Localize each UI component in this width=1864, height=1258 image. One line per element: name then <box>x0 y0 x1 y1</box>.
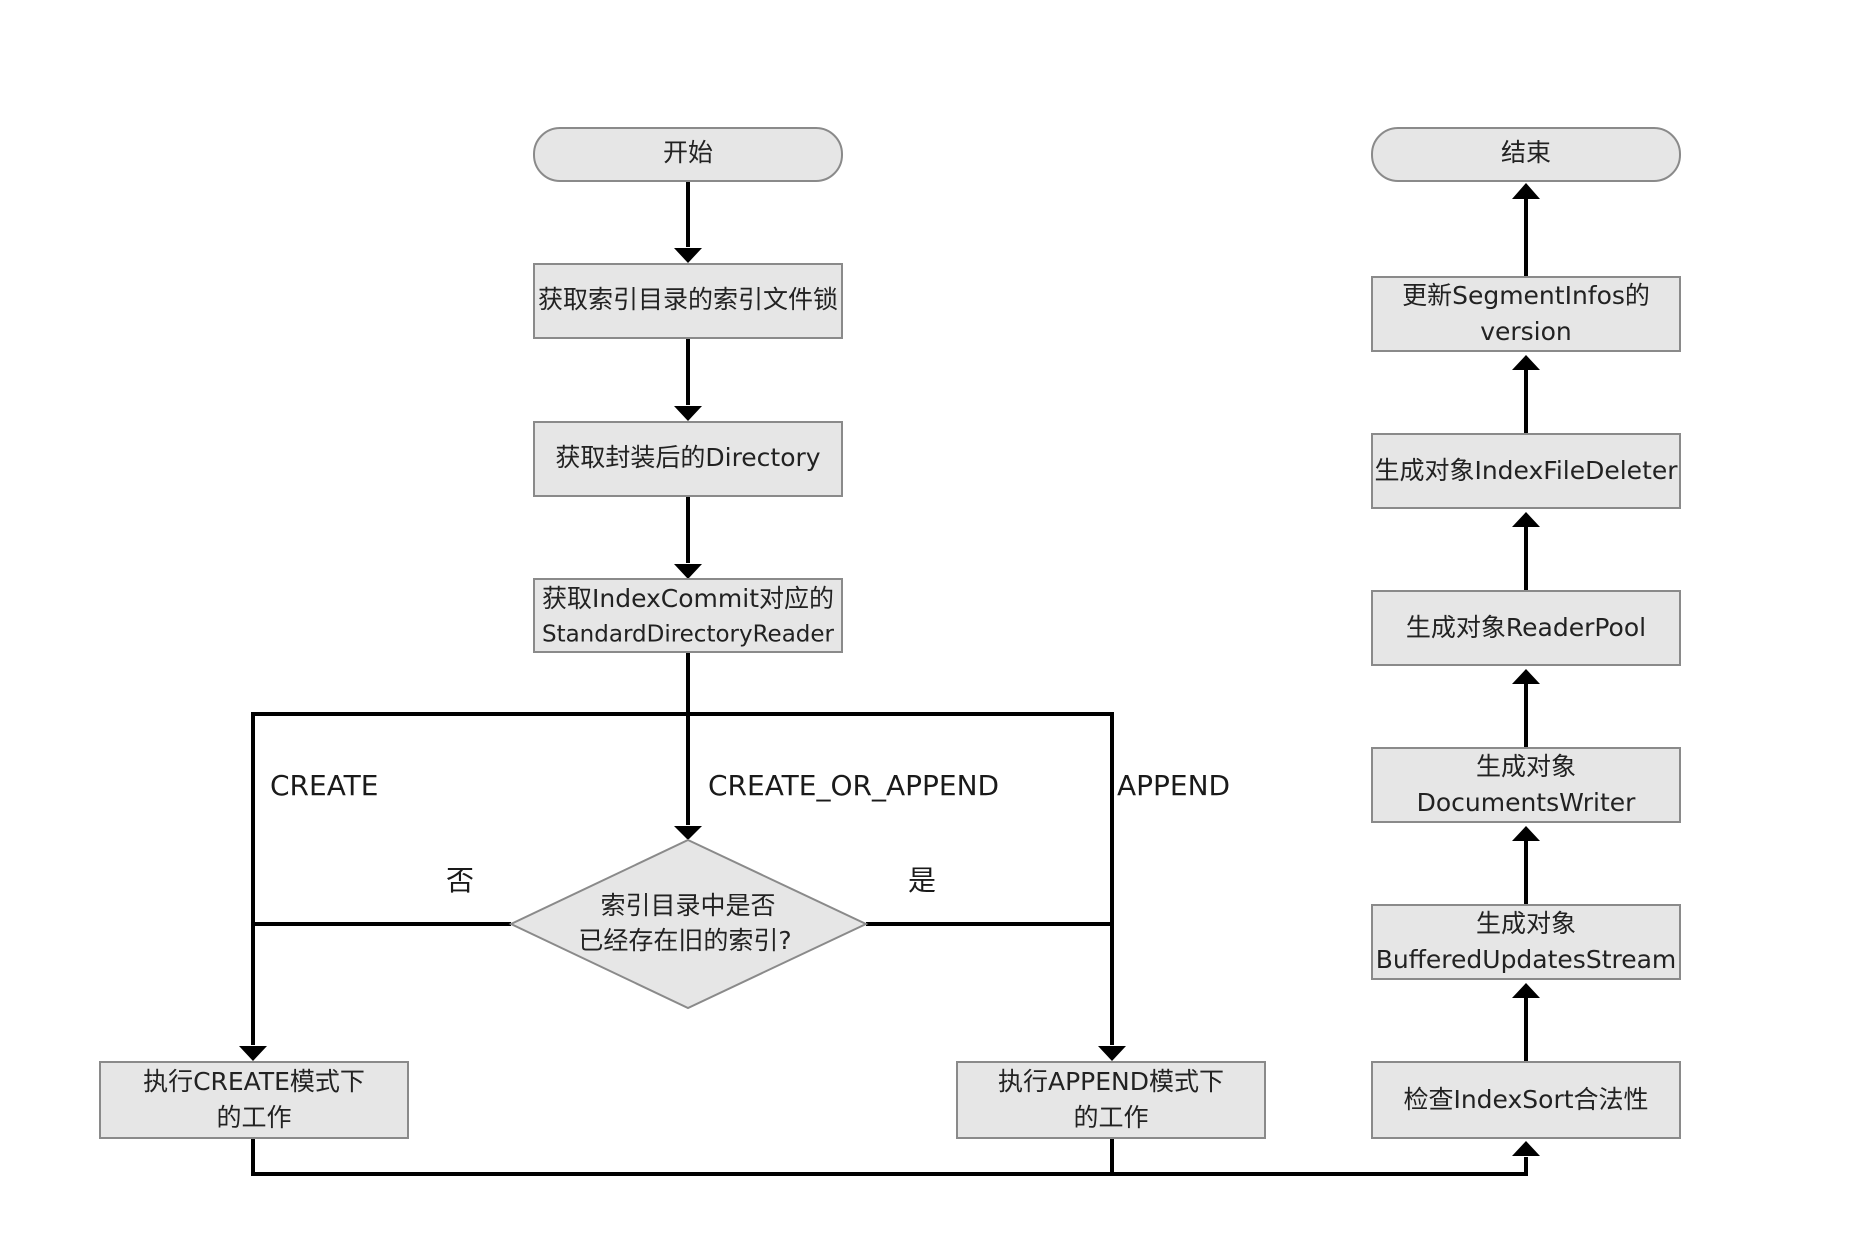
edge-label-create-or-append: CREATE_OR_APPEND <box>708 769 999 802</box>
arrowhead-down-icon <box>674 826 702 840</box>
node-acquire-lock: 获取索引目录的索引文件锁 <box>533 263 843 339</box>
edge-label-no: 否 <box>446 864 474 897</box>
node-append-work-label-line2: 的工作 <box>1073 1103 1148 1132</box>
node-acquire-lock-label: 获取索引目录的索引文件锁 <box>538 285 838 314</box>
arrowhead-up-icon <box>1512 512 1540 527</box>
node-decision-label-line2: 已经存在旧的索引? <box>578 926 791 955</box>
connectors <box>251 181 1528 1176</box>
node-update-infos-label-line1: 更新SegmentInfos的 <box>1402 281 1650 310</box>
node-decision: 索引目录中是否 已经存在旧的索引? <box>508 838 869 1010</box>
arrowhead-down-icon <box>1098 1046 1126 1061</box>
arrowhead-up-icon <box>1512 826 1540 841</box>
node-gen-buffered: 生成对象 BufferedUpdatesStream <box>1371 904 1681 980</box>
arrowhead-down-icon <box>674 406 702 421</box>
node-gen-deleter-label: 生成对象IndexFileDeleter <box>1374 456 1678 485</box>
edge-label-yes: 是 <box>908 864 936 897</box>
node-get-directory-label: 获取封装后的Directory <box>555 443 820 472</box>
node-end: 结束 <box>1371 127 1681 182</box>
node-get-reader-label-line1: 获取IndexCommit对应的 <box>542 584 834 613</box>
node-check-index-sort: 检查IndexSort合法性 <box>1371 1061 1681 1139</box>
node-append-work-label-line1: 执行APPEND模式下 <box>998 1067 1224 1096</box>
node-create-work-label-line2: 的工作 <box>216 1103 291 1132</box>
node-gen-docwriter-label-line1: 生成对象 <box>1476 752 1576 781</box>
arrowheads <box>239 183 1540 1156</box>
node-get-reader-label-line2: StandardDirectoryReader <box>542 622 835 648</box>
edge-label-create: CREATE <box>270 769 378 802</box>
node-gen-readerpool: 生成对象ReaderPool <box>1371 590 1681 666</box>
node-create-work-label-line1: 执行CREATE模式下 <box>143 1067 365 1096</box>
arrowhead-up-icon <box>1512 183 1540 199</box>
edge-merge-bottom <box>251 1138 1528 1176</box>
node-gen-deleter: 生成对象IndexFileDeleter <box>1371 433 1681 509</box>
node-end-label: 结束 <box>1501 138 1551 167</box>
arrowhead-up-icon <box>1512 669 1540 684</box>
node-create-work: 执行CREATE模式下 的工作 <box>99 1061 409 1139</box>
node-append-work: 执行APPEND模式下 的工作 <box>956 1061 1266 1139</box>
arrowhead-up-icon <box>1512 355 1540 370</box>
node-start: 开始 <box>533 127 843 182</box>
node-gen-buffered-label-line2: BufferedUpdatesStream <box>1376 945 1677 974</box>
node-gen-docwriter-label-line2: DocumentsWriter <box>1417 788 1637 817</box>
node-start-label: 开始 <box>663 138 713 167</box>
node-update-infos: 更新SegmentInfos的 version <box>1371 276 1681 352</box>
node-gen-buffered-label-line1: 生成对象 <box>1476 909 1576 938</box>
node-get-reader: 获取IndexCommit对应的 StandardDirectoryReader <box>533 578 843 653</box>
arrowhead-down-icon <box>674 564 702 579</box>
arrowhead-down-icon <box>239 1046 267 1061</box>
node-gen-docwriter: 生成对象 DocumentsWriter <box>1371 747 1681 823</box>
edge-labels: CREATE CREATE_OR_APPEND APPEND 否 是 <box>270 769 1230 897</box>
arrowhead-up-icon <box>1512 983 1540 998</box>
node-check-index-sort-label: 检查IndexSort合法性 <box>1403 1085 1648 1114</box>
node-update-infos-label-line2: version <box>1480 317 1572 346</box>
node-gen-readerpool-label: 生成对象ReaderPool <box>1406 613 1646 642</box>
node-decision-label-line1: 索引目录中是否 <box>600 891 775 920</box>
edge-mode-branch-bar <box>251 712 1114 1045</box>
arrowhead-up-icon <box>1512 1141 1540 1156</box>
edge-label-append: APPEND <box>1117 769 1230 802</box>
arrowhead-down-icon <box>674 248 702 263</box>
node-get-directory: 获取封装后的Directory <box>533 421 843 497</box>
